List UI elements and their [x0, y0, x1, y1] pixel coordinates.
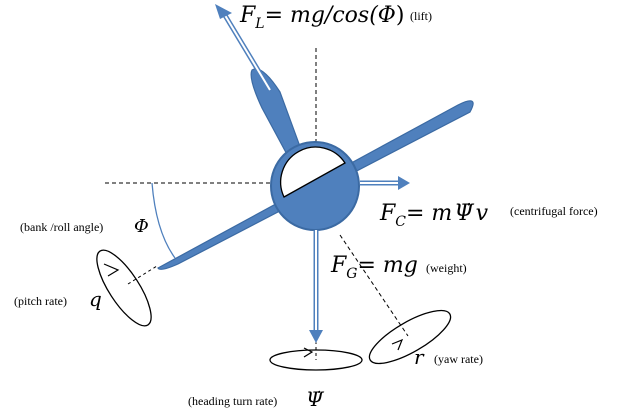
lift-label: FL= mg/cos(Φ): [239, 3, 404, 32]
yaw-note: (yaw rate): [434, 352, 483, 366]
bank-symbol: Φ: [134, 216, 149, 237]
centrifugal-rate: Ψ̇: [454, 201, 474, 226]
centrifugal-subscript: C: [395, 214, 406, 230]
centrifugal-label: FC= mΨ̇v: [379, 201, 489, 230]
pitch-symbol: q: [89, 287, 102, 311]
yaw-symbol: r: [414, 345, 425, 369]
bank-note: (bank /roll angle): [20, 220, 103, 234]
pitch-note: (pitch rate): [14, 294, 67, 308]
lift-subscript: L: [254, 16, 264, 32]
weight-arrow-icon: [309, 230, 323, 343]
gravity-expression: = mg: [357, 253, 417, 278]
gravity-subscript: G: [346, 266, 357, 282]
yaw-axis-line: [339, 234, 409, 337]
yaw-rotation-icon: [368, 309, 452, 365]
heading-note: (heading turn rate): [188, 394, 277, 408]
centrifugal-symbol: F: [379, 201, 396, 226]
lift-arrow-icon: [215, 4, 273, 92]
centrifugal-note: (centrifugal force): [510, 204, 598, 218]
aircraft-canopy: [280, 146, 346, 198]
heading-symbol: Ψ̇: [306, 387, 325, 411]
pitch-rotation-icon: [96, 249, 152, 327]
lift-note: (lift): [410, 9, 432, 23]
gravity-note: (weight): [426, 261, 467, 275]
lift-expression: = mg/cos(: [265, 3, 379, 28]
lift-angle: Φ: [378, 3, 396, 28]
lift-symbol: F: [239, 3, 256, 28]
heading-rotation-icon: [269, 347, 363, 371]
centrifugal-arrow-icon: [360, 176, 410, 190]
centrifugal-expression: = m: [406, 201, 452, 226]
aircraft-icon: [157, 68, 474, 270]
bank-angle-arc: [151, 182, 176, 259]
gravity-symbol: F: [330, 253, 347, 278]
centrifugal-velocity: v: [476, 201, 489, 226]
gravity-label: FG= mg: [330, 253, 418, 282]
reference-lines: [105, 48, 409, 360]
lift-close: ): [396, 3, 405, 28]
pitch-axis-line: [127, 265, 158, 285]
